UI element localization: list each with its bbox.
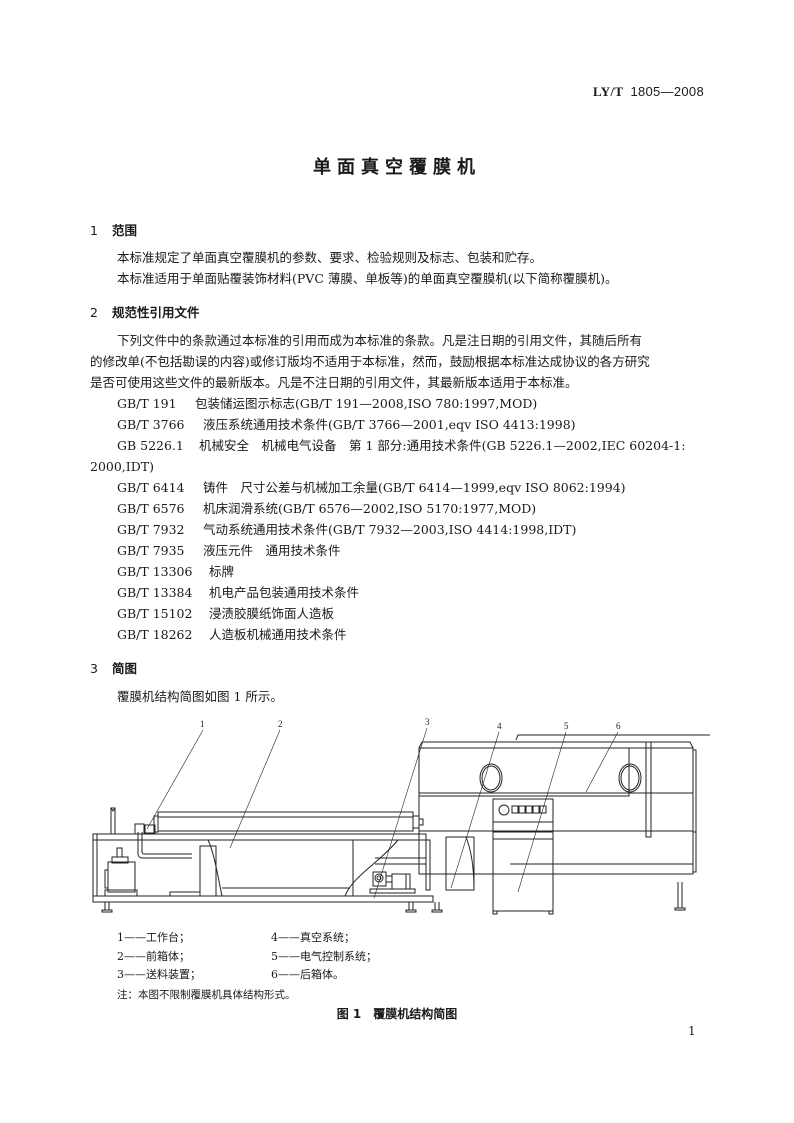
reference-title: 人造板机械通用技术条件 bbox=[209, 627, 347, 642]
diagram-intro: 覆膜机结构简图如图 1 所示。 bbox=[117, 689, 283, 704]
reference-item: GB/T 191 包装储运图示标志(GB/T 191—2008,ISO 780:1… bbox=[117, 393, 537, 414]
page-number: 1 bbox=[688, 1024, 696, 1038]
section-heading-diagram: 3 简图 bbox=[90, 658, 137, 677]
legend-dash: —— bbox=[124, 968, 146, 981]
reference-title: 机械安全 机械电气设备 第 1 部分:通用技术条件(GB 5226.1—2002… bbox=[199, 438, 686, 453]
section-number: 3 bbox=[90, 661, 98, 676]
scope-paragraph: 本标准规定了单面真空覆膜机的参数、要求、检验规则及标志、包装和贮存。 bbox=[117, 250, 543, 265]
machine-structure-diagram: 1 2 3 4 5 6 bbox=[92, 717, 710, 915]
reference-code: GB/T 15102 bbox=[117, 606, 193, 621]
legend-label: 电气控制系统； bbox=[300, 950, 377, 963]
legend-dash: —— bbox=[278, 968, 300, 981]
workbench bbox=[92, 807, 434, 903]
electrical-control-cabinet bbox=[492, 798, 554, 915]
reference-code: GB/T 3766 bbox=[117, 417, 185, 432]
reference-item: GB/T 6576 机床润滑系统(GB/T 6576—2002,ISO 5170:… bbox=[117, 498, 536, 519]
legend-dash: —— bbox=[124, 950, 146, 963]
reference-item: GB/T 15102 浸渍胶膜纸饰面人造板 bbox=[117, 603, 334, 624]
legend-num: 5 bbox=[271, 950, 278, 963]
reference-title: 液压系统通用技术条件(GB/T 3766—2001,eqv ISO 4413:1… bbox=[203, 417, 576, 432]
reference-continuation: 2000,IDT) bbox=[90, 459, 154, 474]
feeding-device bbox=[369, 871, 416, 894]
section-heading-scope: 1 范围 bbox=[90, 220, 137, 239]
reference-item: GB/T 6414 铸件 尺寸公差与机械加工余量(GB/T 6414—1999,e… bbox=[117, 477, 626, 498]
legend-num: 2 bbox=[117, 950, 124, 963]
scope-paragraph: 本标准适用于单面贴覆装饰材料(PVC 薄膜、单板等)的单面真空覆膜机(以下简称覆… bbox=[117, 271, 618, 286]
reference-title: 机电产品包装通用技术条件 bbox=[209, 585, 360, 600]
callout-6: 6 bbox=[616, 721, 621, 731]
reference-title: 液压元件 通用技术条件 bbox=[203, 543, 341, 558]
legend-item: 6——后箱体。 bbox=[271, 966, 344, 982]
reference-code: GB/T 6414 bbox=[117, 480, 185, 495]
section-number: 1 bbox=[90, 223, 98, 238]
figure-note: 注：本图不限制覆膜机具体结构形式。 bbox=[117, 989, 296, 1001]
legend-num: 3 bbox=[117, 968, 124, 981]
reference-item: GB/T 3766 液压系统通用技术条件(GB/T 3766—2001,eqv I… bbox=[117, 414, 576, 435]
vacuum-system bbox=[425, 836, 475, 891]
legend-label: 真空系统； bbox=[300, 931, 355, 944]
reference-code: GB 5226.1 bbox=[117, 438, 184, 453]
callout-3: 3 bbox=[425, 717, 430, 727]
section-heading-normative-references: 2 规范性引用文件 bbox=[90, 302, 200, 321]
legend-dash: —— bbox=[124, 931, 146, 944]
legend-label: 前箱体； bbox=[146, 950, 190, 963]
reference-title: 标牌 bbox=[209, 564, 235, 579]
reference-code: GB/T 191 bbox=[117, 396, 177, 411]
reference-item: GB 5226.1 机械安全 机械电气设备 第 1 部分:通用技术条件(GB 52… bbox=[117, 435, 685, 456]
callout-4: 4 bbox=[497, 721, 502, 731]
legend-num: 6 bbox=[271, 968, 278, 981]
figure-caption: 图 1 覆膜机结构简图 bbox=[336, 1007, 458, 1021]
standard-prefix: LY/T bbox=[592, 84, 624, 99]
reference-title: 机床润滑系统(GB/T 6576—2002,ISO 5170:1977,MOD) bbox=[203, 501, 537, 516]
references-intro-line: 是否可使用这些文件的最新版本。凡是不注日期的引用文件，其最新版本适用于本标准。 bbox=[90, 375, 578, 390]
standard-code: 1805—2008 bbox=[630, 84, 704, 99]
standard-number: LY/T 1805—2008 bbox=[593, 84, 704, 100]
document-title: 单面真空覆膜机 bbox=[313, 157, 481, 178]
legend-item: 4——真空系统； bbox=[271, 929, 355, 945]
rear-box bbox=[418, 734, 710, 875]
legend-item: 3——送料装置； bbox=[117, 966, 201, 982]
front-box bbox=[207, 839, 426, 897]
reference-code: GB/T 7935 bbox=[117, 543, 185, 558]
reference-item: GB/T 13306 标牌 bbox=[117, 561, 234, 582]
reference-code: GB/T 13306 bbox=[117, 564, 193, 579]
legend-dash: —— bbox=[278, 950, 300, 963]
reference-item: GB/T 18262 人造板机械通用技术条件 bbox=[117, 624, 347, 645]
legend-num: 4 bbox=[271, 931, 278, 944]
section-title: 规范性引用文件 bbox=[112, 305, 200, 320]
legend-item: 2——前箱体； bbox=[117, 948, 190, 964]
machine-feet bbox=[101, 882, 686, 913]
references-intro-line: 下列文件中的条款通过本标准的引用而成为本标准的条款。凡是注日期的引用文件，其随后… bbox=[117, 333, 643, 348]
section-number: 2 bbox=[90, 305, 98, 320]
reference-item: GB/T 13384 机电产品包装通用技术条件 bbox=[117, 582, 359, 603]
reference-title: 气动系统通用技术条件(GB/T 7932—2003,ISO 4414:1998,… bbox=[203, 522, 577, 537]
references-intro-line: 的修改单(不包括勘误的内容)或修订版均不适用于本标准，然而，鼓励根据本标准达成协… bbox=[90, 354, 650, 369]
reference-title: 浸渍胶膜纸饰面人造板 bbox=[209, 606, 335, 621]
section-title: 简图 bbox=[112, 661, 138, 676]
reference-code: GB/T 6576 bbox=[117, 501, 185, 516]
legend-label: 送料装置； bbox=[146, 968, 201, 981]
callout-1: 1 bbox=[200, 719, 205, 729]
reference-title: 包装储运图示标志(GB/T 191—2008,ISO 780:1997,MOD) bbox=[195, 396, 538, 411]
reference-code: GB/T 7932 bbox=[117, 522, 185, 537]
callout-5: 5 bbox=[564, 721, 569, 731]
reference-title: 铸件 尺寸公差与机械加工余量(GB/T 6414—1999,eqv ISO 80… bbox=[203, 480, 626, 495]
legend-item: 5——电气控制系统； bbox=[271, 948, 377, 964]
legend-item: 1——工作台； bbox=[117, 929, 190, 945]
reference-code: GB/T 18262 bbox=[117, 627, 193, 642]
section-title: 范围 bbox=[112, 223, 138, 238]
legend-label: 后箱体。 bbox=[300, 968, 344, 981]
legend-num: 1 bbox=[117, 931, 124, 944]
reference-code: GB/T 13384 bbox=[117, 585, 193, 600]
callout-2: 2 bbox=[278, 719, 283, 729]
reference-item: GB/T 7935 液压元件 通用技术条件 bbox=[117, 540, 341, 561]
legend-label: 工作台； bbox=[146, 931, 190, 944]
reference-item: GB/T 7932 气动系统通用技术条件(GB/T 7932—2003,ISO 4… bbox=[117, 519, 576, 540]
legend-dash: —— bbox=[278, 931, 300, 944]
